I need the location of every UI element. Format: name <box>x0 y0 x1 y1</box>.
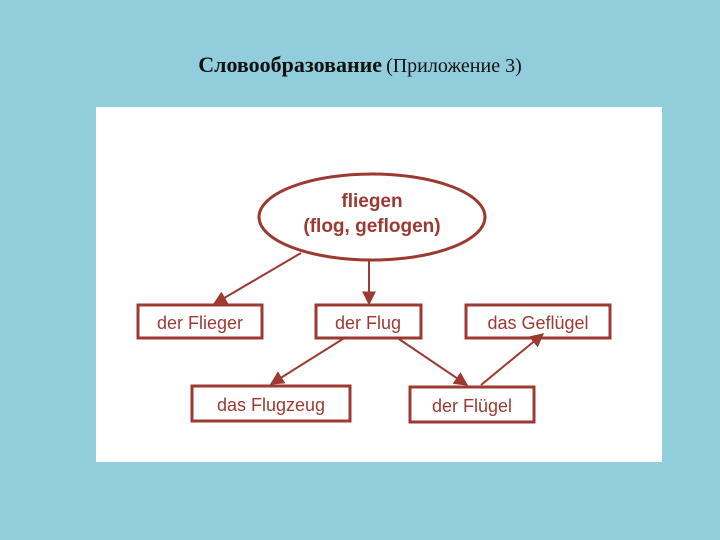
root-label-2: (flog, geflogen) <box>303 216 440 237</box>
title-main: Словообразование <box>198 52 383 77</box>
node-label-flieger: der Flieger <box>157 313 243 333</box>
node-box-flugzeug <box>190 384 352 423</box>
root-ellipse <box>257 172 487 262</box>
arrow-root-to-flieger <box>212 252 302 305</box>
node-box-flieger <box>136 303 264 340</box>
arrow-flug-to-flugzeug <box>269 336 347 385</box>
diagram-panel: fliegen (flog, geflogen) der Flieger der… <box>96 107 662 462</box>
arrow-fluegel-to-gefluegel <box>480 333 545 386</box>
arrow-flug-to-fluegel <box>395 336 469 386</box>
node-box-fluegel <box>408 385 536 424</box>
node-box-flug <box>314 303 423 340</box>
node-box-gefluegel <box>464 303 612 340</box>
node-label-flug: der Flug <box>335 313 401 333</box>
root-label-1: fliegen <box>341 191 402 212</box>
title-sub: (Приложение 3) <box>386 55 522 77</box>
node-label-gefluegel: das Geflügel <box>487 313 588 333</box>
slide-title: Словообразование (Приложение 3) <box>0 52 720 78</box>
node-label-flugzeug: das Flugzeug <box>217 395 325 415</box>
node-label-fluegel: der Flügel <box>432 396 512 416</box>
word-formation-diagram: fliegen (flog, geflogen) der Flieger der… <box>136 172 612 424</box>
